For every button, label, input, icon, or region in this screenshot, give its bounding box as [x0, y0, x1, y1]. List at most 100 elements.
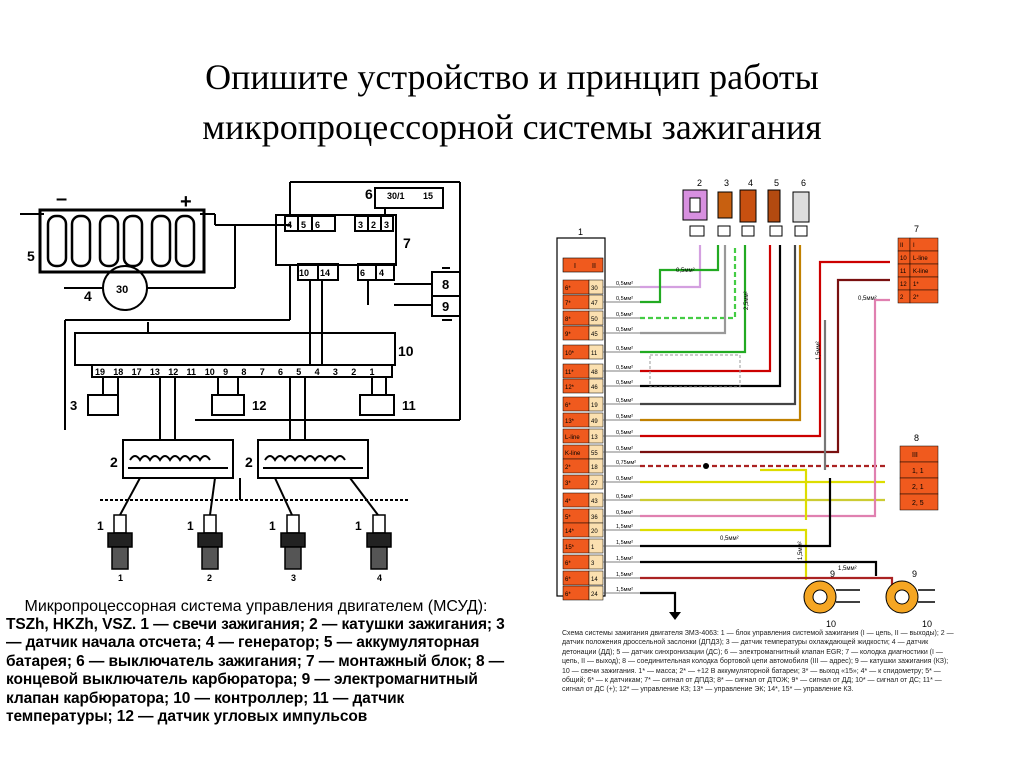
block8-cell [899, 493, 939, 511]
wire-gauge-label: 0,5мм² [616, 510, 633, 516]
block7-signal: L-line [913, 256, 928, 262]
connector-row-label: L-line [565, 435, 580, 441]
controller-pin: 12 [168, 367, 178, 377]
connector-pin-number: 27 [591, 481, 598, 487]
wire-gauge-label: 0,5мм² [616, 365, 633, 371]
block-top-pin: 3 [384, 220, 389, 230]
plug-label: 1 [97, 519, 104, 533]
callout-battery: 5 [27, 248, 35, 264]
block-bottom-pin: 10 [299, 268, 309, 278]
connector-pin-number: 14 [591, 577, 598, 583]
wire-gauge-label: 0,5мм² [616, 476, 633, 482]
connector-row-label: 8* [565, 317, 571, 323]
connector-row-label: 10* [565, 351, 575, 357]
controller-pin: 19 [95, 367, 105, 377]
relay-pin-b: 15 [423, 191, 433, 201]
connector-row-label: 11* [565, 370, 574, 376]
callout-relay: 6 [365, 186, 373, 202]
controller-pin: 7 [260, 367, 265, 377]
connector-pin-number: 45 [591, 332, 598, 338]
connector-header-b: II [592, 263, 596, 270]
ignition-switch [374, 187, 444, 209]
sensor-number: 6 [801, 178, 806, 188]
spark-plug-2 [197, 514, 223, 570]
wire-gauge-label: 0,75мм² [616, 460, 636, 466]
callout-angle-sensor: 12 [252, 398, 266, 413]
wires [640, 245, 894, 612]
ignition-coil-left [122, 439, 234, 479]
egr-valve [792, 191, 810, 223]
plug-number: 3 [291, 573, 296, 583]
controller-pin: 17 [132, 367, 142, 377]
connector-pin-number: 55 [591, 451, 598, 457]
connector-pin-number: 43 [591, 499, 598, 505]
section-label-7: 1,5мм² [838, 566, 857, 572]
wire-gauge-label: 0,5мм² [616, 446, 633, 452]
section-label-6: 0,5мм² [720, 536, 739, 542]
section-label-3: 1,5мм² [816, 341, 822, 360]
ignition-coil-right [257, 439, 369, 479]
connector-header-a: I [574, 263, 576, 270]
wire-gauge-label: 0,5мм² [616, 346, 633, 352]
temp-sensor [359, 394, 395, 416]
block7-signal: I [913, 243, 915, 249]
controller-pin: 13 [150, 367, 160, 377]
sensor-number: 3 [724, 178, 729, 188]
sync-sensor [767, 189, 781, 223]
section-label-4: 0,5мм² [858, 296, 877, 302]
controller-pin: 1 [370, 367, 375, 377]
wire-gauge-label: 0,5мм² [616, 414, 633, 420]
connector-pin-number: 48 [591, 370, 598, 376]
section-label-1: 0,5мм² [676, 268, 695, 274]
angle-sensor [211, 394, 245, 416]
connector-pin-number: 3 [591, 561, 595, 567]
block7-pin: 2 [900, 295, 904, 301]
knock-sensor [739, 189, 757, 223]
wire-gauge-label: 0,5мм² [616, 312, 633, 318]
connector-pin-number: 49 [591, 419, 598, 425]
battery [38, 208, 206, 274]
connector-row-label: K-line [565, 451, 581, 457]
wire-gauge-label: 1,5мм² [616, 587, 633, 593]
callout-controller: 10 [398, 343, 414, 359]
block7-pin: 10 [900, 256, 907, 262]
caption-heading: Микропроцессорная система управления дви… [24, 598, 488, 615]
block-top-pin: 3 [358, 220, 363, 230]
block-bottom-pin: 4 [379, 268, 384, 278]
block7-pin: 11 [900, 269, 907, 275]
plug-number: 2 [207, 573, 212, 583]
connector-pin-number: 50 [591, 317, 598, 323]
coil-label-a: 9 [830, 569, 835, 579]
connector-row-label: 14* [565, 529, 575, 535]
wire-gauge-label: 0,5мм² [616, 380, 633, 386]
connector-row-label: 6* [565, 577, 571, 583]
left-diagram-caption: Микропроцессорная система управления дви… [6, 598, 506, 726]
connector-pin-number: 19 [591, 403, 598, 409]
connector-pin-number: 13 [591, 435, 598, 441]
plug-number: 1 [118, 573, 123, 583]
block7-cell [909, 289, 939, 304]
block-bottom-pin: 6 [360, 268, 365, 278]
block8-cell [899, 445, 939, 463]
plug-number: 4 [377, 573, 382, 583]
callout-switch: 8 [442, 277, 449, 292]
connector-row-label: 9* [565, 332, 571, 338]
block8-pin: 2, 1 [912, 484, 924, 491]
wire-gauge-label: 0,5мм² [616, 398, 633, 404]
controller-pin: 4 [315, 367, 320, 377]
caption-text: TSZh, HKZh, VSZ. 1 — свечи зажигания; 2 … [6, 616, 505, 726]
coil-bottom-a: 10 [826, 619, 836, 629]
block-top-pin: 5 [301, 220, 306, 230]
connector-row-label: 6* [565, 286, 571, 292]
block-top-pin: 2 [371, 220, 376, 230]
connector-row-label: 6* [565, 403, 571, 409]
title-line-1: Опишите устройство и принцип работы [205, 57, 819, 97]
section-label-5: 1,5мм² [798, 541, 804, 560]
connector-row-label: 5* [565, 515, 571, 521]
block-top-pin: 6 [315, 220, 320, 230]
wire-gauge-label: 0,5мм² [616, 327, 633, 333]
connector-row-label: 12* [565, 385, 575, 391]
